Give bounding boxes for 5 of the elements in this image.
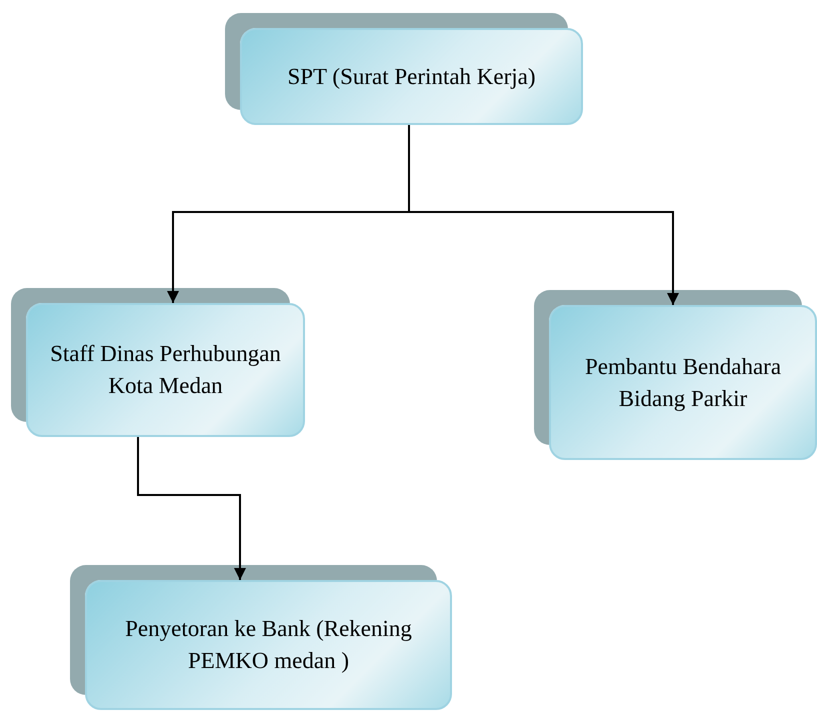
box-label: SPT (Surat Perintah Kerja) bbox=[286, 62, 537, 91]
box-label: Pembantu Bendahara Bidang Parkir bbox=[584, 352, 782, 413]
box-label: Staff Dinas Perhubungan Kota Medan bbox=[49, 340, 282, 400]
arrow bbox=[137, 437, 246, 580]
box-label: Penyetoran ke Bank (Rekening PEMKO medan ) bbox=[124, 615, 413, 675]
